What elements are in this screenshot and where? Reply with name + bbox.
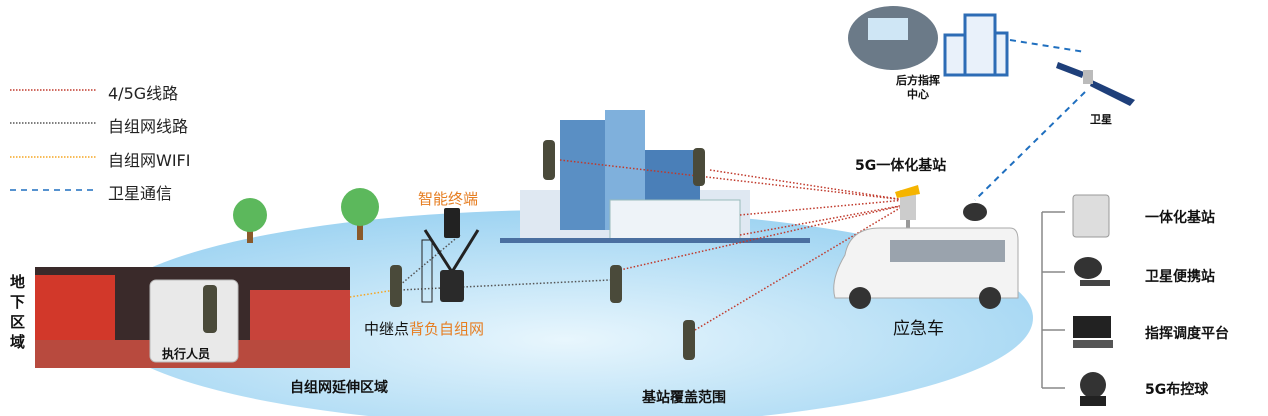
relay-prefix: 中继点: [364, 320, 410, 338]
mesh-extension-label: 自组网延伸区域: [290, 380, 388, 396]
ptz-camera-ball-icon: [1080, 372, 1106, 406]
satellite-icon: [1056, 62, 1135, 106]
tree-icon: [233, 198, 267, 243]
coverage-label: 基站覆盖范围: [642, 390, 726, 406]
tree-icon: [341, 188, 379, 240]
5g-links: [559, 159, 906, 331]
satellite-label: 卫星: [1090, 113, 1112, 126]
equipment-label-ptz-ball: 5G布控球: [1145, 382, 1209, 398]
legend-label-wifi: 自组网WIFI: [108, 151, 191, 170]
hq-building-icon: [943, 13, 1009, 77]
equipment-label-base-station: 一体化基站: [1145, 210, 1215, 226]
legend-label-satellite: 卫星通信: [108, 184, 173, 203]
underground-label: 地下区域: [10, 273, 26, 351]
integrated-base-station-icon: [1072, 194, 1110, 238]
command-center-photo: [848, 6, 938, 70]
satellite-dish-icon: [1074, 257, 1110, 286]
relay-label: 中继点背负自组网: [364, 318, 484, 339]
vehicle-label: 应急车: [893, 319, 944, 339]
base-station-label: 5G一体化基站: [855, 158, 947, 174]
dispatch-console-icon: [1073, 316, 1113, 348]
legend-label-5g: 4/5G线路: [108, 84, 179, 103]
command-center-label: 后方指挥中心: [896, 74, 940, 101]
equipment-label-satellite-portable: 卫星便携站: [1145, 269, 1215, 285]
relay-suffix: 背负自组网: [409, 320, 485, 338]
equipment-label-dispatch-platform: 指挥调度平台: [1145, 326, 1229, 342]
personnel-label: 执行人员: [162, 347, 211, 361]
smart-terminal-label: 智能终端: [418, 190, 479, 208]
emergency-vehicle-icon: [833, 203, 1019, 309]
equipment-bracket: [1041, 211, 1065, 389]
satellite-links: [974, 39, 1086, 201]
soldier-icons: [203, 140, 705, 360]
legend-label-mesh: 自组网线路: [108, 117, 189, 136]
smart-terminal-device-icon: [421, 208, 480, 303]
mesh-links: [399, 234, 611, 291]
city-building-icon: [500, 110, 810, 243]
